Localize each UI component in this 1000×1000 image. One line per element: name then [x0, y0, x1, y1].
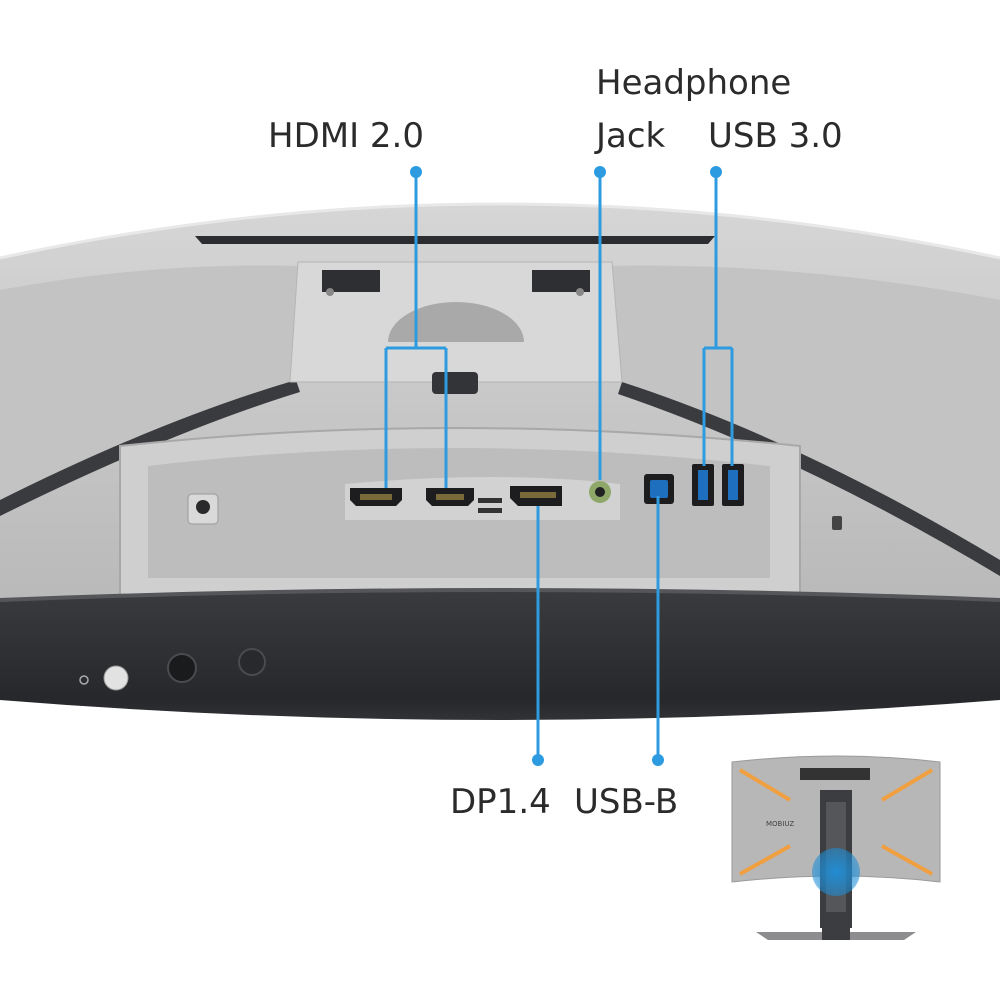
thumbnail-stand-base-center [822, 926, 850, 940]
thumbnail-accent-bl [739, 844, 791, 876]
displayport-pins [520, 492, 556, 498]
stand-latch [432, 372, 478, 394]
power-port-hole [196, 500, 210, 514]
usb-b-port-tongue [650, 480, 668, 498]
kensington-lock [832, 516, 842, 530]
thumbnail-vent [800, 768, 870, 780]
left-shell-panel [0, 265, 298, 500]
callout-lines [384, 172, 734, 760]
callout-dots [410, 166, 722, 766]
rear-shell-top-edge [0, 202, 1000, 260]
callout-dot-dp [532, 754, 544, 766]
callout-line-hdmi [384, 172, 448, 488]
screw-hole [326, 288, 334, 296]
label-usb3: USB 3.0 [708, 116, 843, 156]
callout-dot-usb3 [710, 166, 722, 178]
power-button [103, 665, 129, 691]
front-bezel [0, 590, 1000, 720]
label-hdmi: HDMI 2.0 [268, 116, 424, 156]
thumbnail-accent-br [881, 844, 933, 876]
mount-tab-left [322, 270, 380, 292]
power-indicator [79, 675, 89, 685]
stand-socket [388, 302, 524, 342]
callout-line-usb3 [702, 172, 734, 466]
callout-dot-hdmi [410, 166, 422, 178]
screw-hole [576, 288, 584, 296]
thumbnail-brand: MOBIUZ [766, 820, 794, 828]
control-button [238, 648, 266, 676]
mount-tab-right [532, 270, 590, 292]
hdmi-port-1-pins [360, 494, 392, 500]
label-headphone-line1: Headphone [596, 63, 792, 103]
right-shell-panel [610, 265, 1000, 560]
headphone-jack-hole [595, 487, 605, 497]
usb3-port-2-tongue [728, 470, 738, 500]
top-vent [195, 236, 715, 244]
callout-dot-headphone [594, 166, 606, 178]
joystick-button [167, 653, 197, 683]
thumbnail-highlight [812, 848, 860, 896]
label-headphone-line2: Jack [596, 116, 666, 156]
thumbnail-accent-tl [738, 768, 792, 802]
port-divider [478, 498, 502, 503]
usb3-port-1-tongue [698, 470, 708, 500]
left-groove [0, 380, 300, 516]
label-usbb: USB-B [574, 782, 679, 822]
callout-dot-usbb [652, 754, 664, 766]
monitor-thumbnail: MOBIUZ [731, 755, 941, 940]
front-bezel-lip [0, 588, 1000, 602]
label-dp: DP1.4 [450, 782, 551, 822]
thumbnail-accent-tr [880, 768, 934, 802]
hdmi-port-2-pins [436, 494, 464, 500]
right-groove [618, 382, 1000, 576]
port-divider [478, 508, 502, 513]
